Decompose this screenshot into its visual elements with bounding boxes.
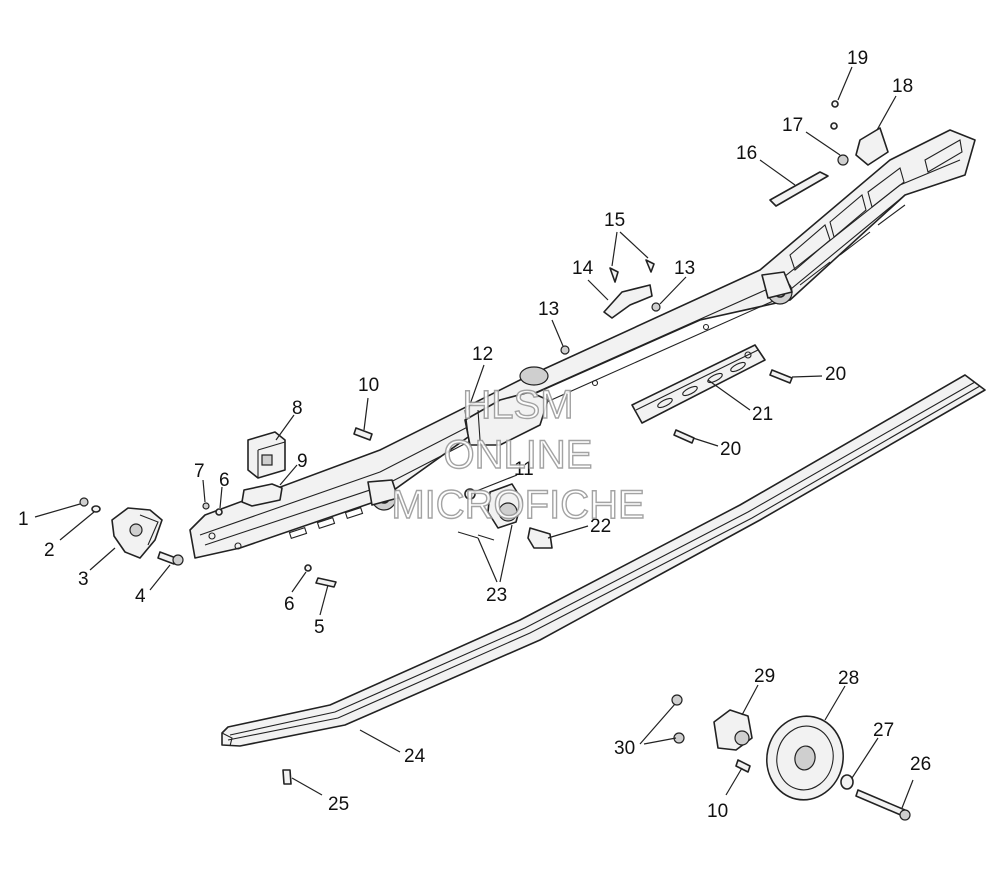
callout-27: 27 [873, 720, 894, 741]
callout-1: 1 [18, 509, 29, 530]
callout-28: 28 [838, 668, 859, 689]
watermark: HLSM ONLINE MICROFICHE [391, 382, 646, 527]
callout-25: 25 [328, 794, 349, 815]
callout-19: 19 [847, 48, 868, 69]
watermark-line3: MICROFICHE [391, 483, 644, 527]
callout-9: 9 [297, 451, 308, 472]
callout-17: 17 [782, 115, 803, 136]
slide-runner [221, 374, 986, 747]
hardware [79, 100, 889, 785]
callout-6b: 6 [219, 470, 230, 491]
watermark-line1: HLSM [462, 383, 573, 427]
callout-5: 5 [314, 617, 325, 638]
callout-8: 8 [292, 398, 303, 419]
callout-3: 3 [78, 569, 89, 590]
callout-10a: 10 [358, 375, 379, 396]
callout-16: 16 [736, 143, 757, 164]
callout-22: 22 [590, 516, 611, 537]
callout-24: 24 [404, 746, 426, 767]
callout-13a: 13 [538, 299, 559, 320]
callout-21: 21 [752, 404, 773, 425]
callout-12: 12 [472, 344, 493, 365]
callout-labels: 1 2 3 4 5 6 6 7 8 9 10 10 11 12 13 13 14… [18, 48, 931, 822]
callout-26: 26 [910, 754, 931, 775]
callout-15: 15 [604, 210, 625, 231]
callout-23: 23 [486, 585, 507, 606]
spacer-bar [631, 344, 766, 424]
callout-10b: 10 [707, 801, 728, 822]
callout-20a: 20 [825, 364, 846, 385]
watermark-line2: ONLINE [444, 433, 593, 477]
callout-4: 4 [135, 586, 146, 607]
callout-13b: 13 [674, 258, 695, 279]
callout-2: 2 [44, 540, 55, 561]
slide-rail [189, 129, 976, 559]
callout-30: 30 [614, 738, 635, 759]
callout-6a: 6 [284, 594, 295, 615]
idler-wheel-assembly [671, 694, 911, 821]
callout-20b: 20 [720, 439, 741, 460]
callout-7: 7 [194, 461, 205, 482]
callout-18: 18 [892, 76, 913, 97]
callout-14: 14 [572, 258, 594, 279]
callout-29: 29 [754, 666, 775, 687]
leader-lines [34, 66, 914, 809]
callout-11: 11 [514, 459, 534, 480]
